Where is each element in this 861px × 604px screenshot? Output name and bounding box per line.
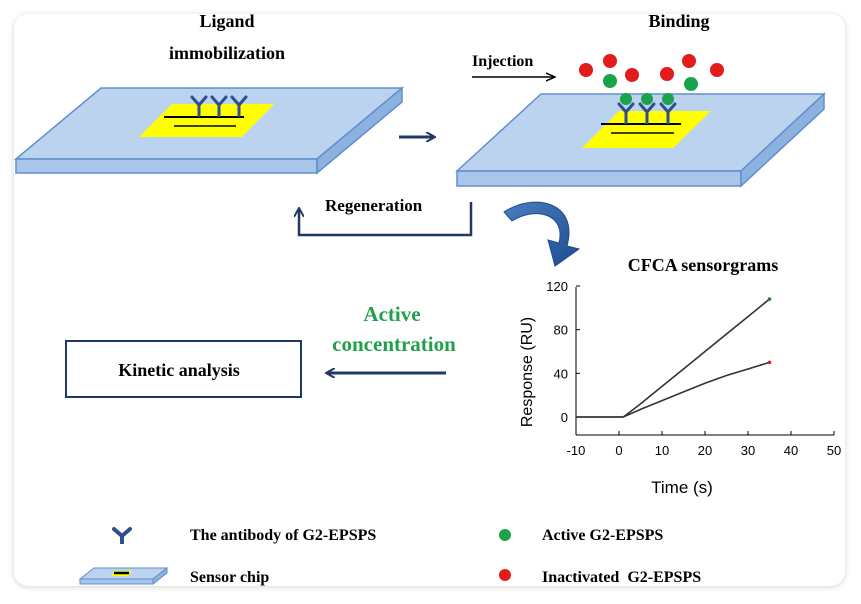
inactive-dot <box>625 68 639 82</box>
active-dot-icon <box>499 529 511 541</box>
series-line-0 <box>576 298 771 418</box>
x-tick-label: -10 <box>567 443 586 458</box>
binding-title: Binding <box>648 14 709 31</box>
active-dot <box>603 74 617 88</box>
curved-arrow <box>503 201 581 267</box>
active-concentration-line1: Active <box>363 302 420 326</box>
sensor-chip-left <box>14 86 405 175</box>
legend-active: Active G2-EPSPS <box>542 527 663 544</box>
cfca-diagram: Ligand immobilization Binding Injection <box>14 14 841 586</box>
legend-inactivated: Inactivated G2-EPSPS <box>542 569 701 586</box>
ligand-area-right <box>582 111 711 148</box>
sensorgram-chart: -10 0 10 20 30 40 50 0 40 80 120 <box>546 279 841 458</box>
active-dot <box>684 77 698 91</box>
chart-xlabel: Time (s) <box>651 478 713 497</box>
x-tick-label: 50 <box>827 443 841 458</box>
regeneration-label: Regeneration <box>325 196 423 215</box>
legend-sensor-chip: Sensor chip <box>190 569 269 586</box>
x-tick-label: 10 <box>655 443 669 458</box>
active-concentration-line2: concentration <box>332 332 456 356</box>
sensor-chip-icon <box>78 566 169 586</box>
active-dot <box>662 93 674 105</box>
kinetic-analysis-label: Kinetic analysis <box>118 360 240 380</box>
y-tick-label: 0 <box>561 410 568 425</box>
inactive-dot-icon <box>499 569 511 581</box>
y-tick-label: 40 <box>554 366 568 381</box>
inactive-dot <box>579 63 593 77</box>
kinetic-analysis-box <box>65 340 302 398</box>
antibody-icon <box>190 95 248 117</box>
sensor-chip-right <box>455 92 826 188</box>
analyte-dots <box>579 54 724 91</box>
x-tick-label: 20 <box>698 443 712 458</box>
chart-ylabel: Response (RU) <box>519 317 536 427</box>
series-line-1 <box>576 361 770 418</box>
figure-card: Ligand immobilization Binding Injection <box>14 14 845 586</box>
inactive-dot <box>603 54 617 68</box>
active-dot <box>620 93 632 105</box>
legend-antibody: The antibody of G2-EPSPS <box>190 527 376 544</box>
series-end-point-1 <box>767 360 772 365</box>
x-tick-label: 0 <box>615 443 622 458</box>
inactive-dot <box>660 67 674 81</box>
x-tick-label: 40 <box>784 443 798 458</box>
antibody-icon <box>617 102 677 124</box>
series-end-point-0 <box>767 297 772 301</box>
chart-title: CFCA sensorgrams <box>628 255 779 275</box>
y-tick-label: 80 <box>554 323 568 338</box>
inactive-dot <box>682 54 696 68</box>
inactive-dot <box>710 63 724 77</box>
antibody-icon <box>112 527 132 544</box>
injection-label: Injection <box>472 53 533 70</box>
x-tick-label: 30 <box>741 443 755 458</box>
regeneration-arrow <box>299 202 473 237</box>
ligand-title-line1: Ligand <box>199 14 254 31</box>
active-dot <box>641 93 653 105</box>
y-tick-label: 120 <box>546 279 568 294</box>
legend: The antibody of G2-EPSPS Sensor chip Act… <box>78 527 701 586</box>
ligand-title-line2: immobilization <box>169 43 285 63</box>
